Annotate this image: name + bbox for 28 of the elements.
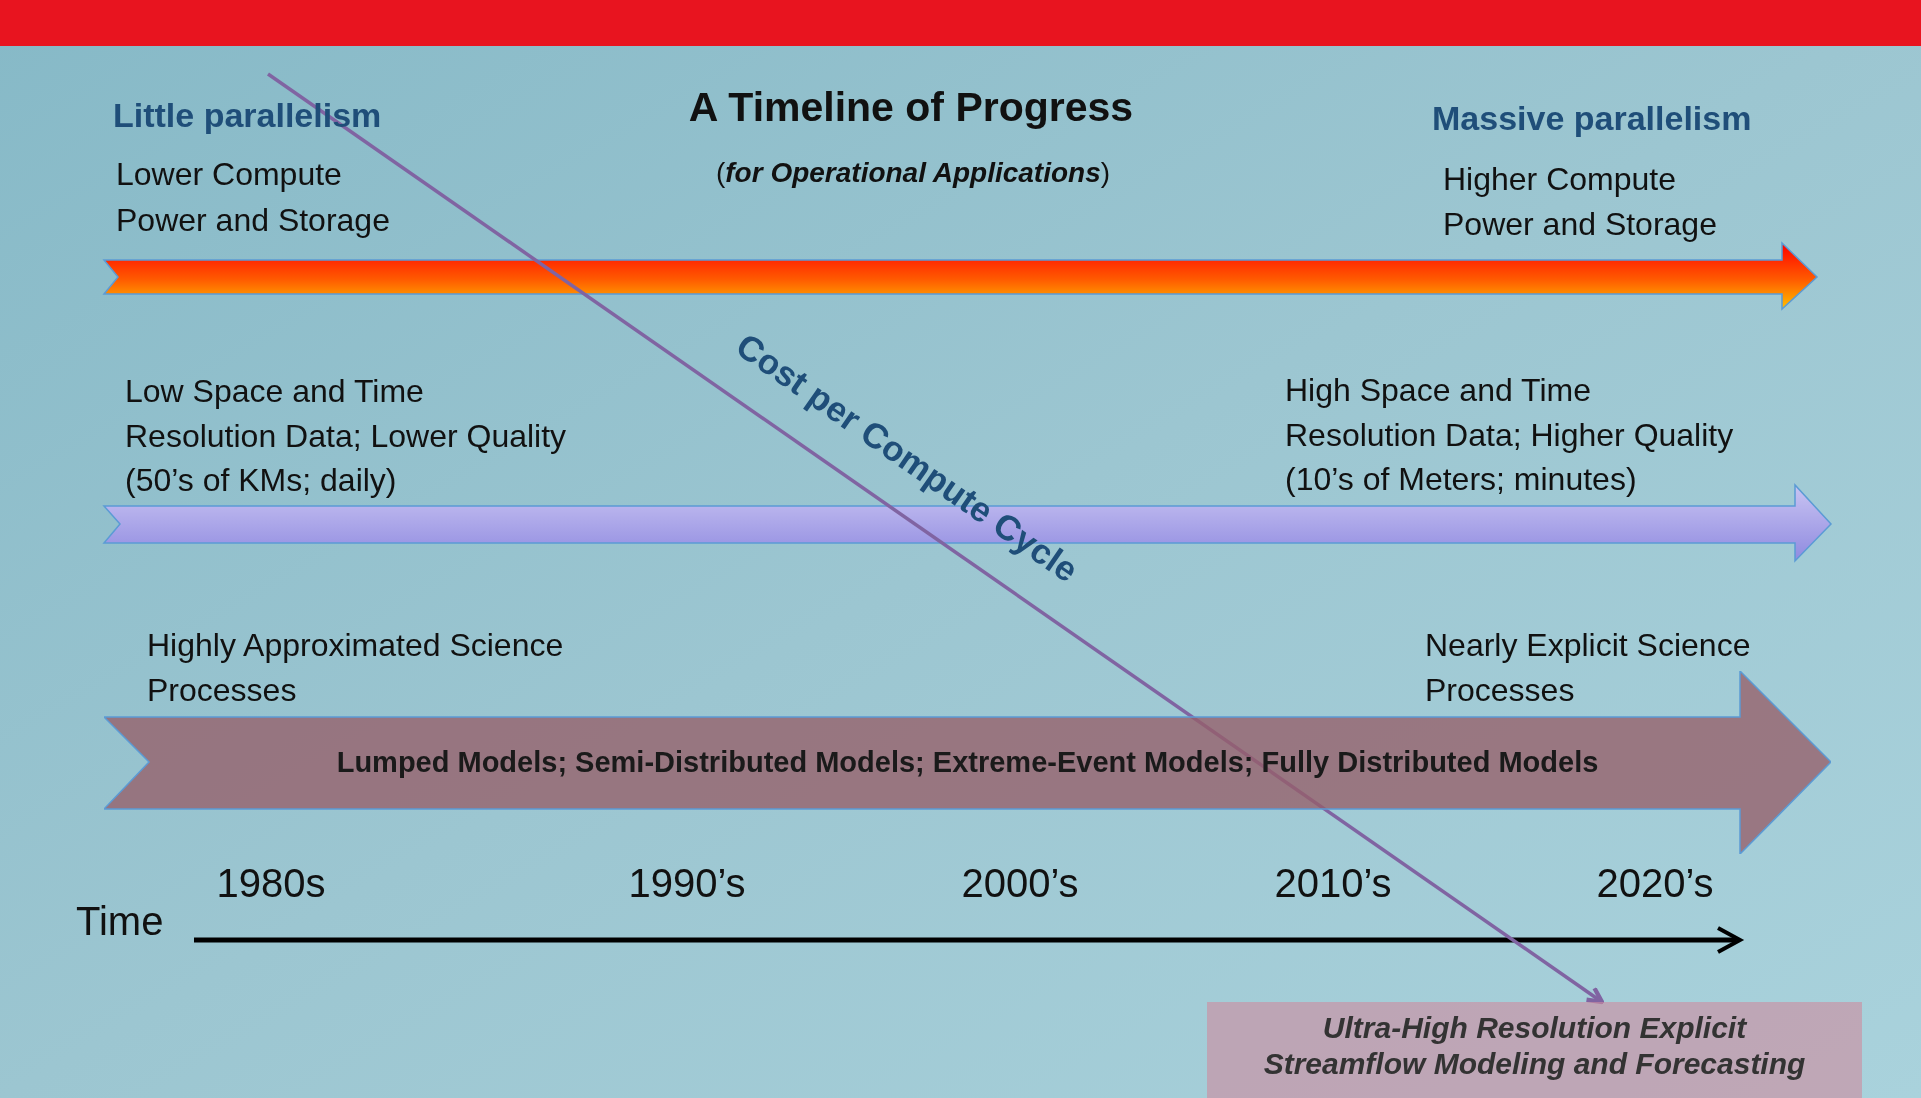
band-text: Lumped Models; Semi-Distributed Models; Extreme-Event Models; Fully Distributed Models	[335, 745, 1600, 779]
note-text: Highly Approximated Science	[147, 628, 564, 664]
note-text: (10’s of Meters; minutes)	[1285, 462, 1637, 498]
note-text: Nearly Explicit Science	[1425, 628, 1751, 664]
arrow-band	[104, 671, 1831, 854]
highlight-panel	[1207, 1002, 1862, 1098]
note-text: High Space and Time	[1285, 373, 1591, 409]
note-text: Resolution Data; Higher Quality	[1285, 418, 1734, 454]
subtitle: (for Operational Applications)	[715, 157, 1111, 189]
year-label: 2020’s	[1596, 861, 1714, 905]
note-text: Power and Storage	[1443, 207, 1717, 243]
axis-label: Time	[76, 899, 164, 943]
note-text: Power and Storage	[116, 203, 390, 239]
note-text: Higher Compute	[1443, 162, 1676, 198]
year-label: 1980s	[216, 861, 326, 905]
year-label: 2000’s	[961, 861, 1079, 905]
note-text: Low Space and Time	[125, 374, 424, 410]
note-text: Processes	[147, 673, 297, 709]
heading: Massive parallelism	[1432, 100, 1752, 138]
title: A Timeline of Progress	[688, 85, 1134, 131]
arrow	[267, 72, 1605, 1005]
panel-text: Ultra-High Resolution Explicit Streamflow Modeling and Forecasting	[1262, 1010, 1807, 1082]
year-label: 2010’s	[1274, 861, 1392, 905]
note-text: Processes	[1425, 673, 1575, 709]
year-label: 1990’s	[628, 861, 746, 905]
note-text: Resolution Data; Lower Quality	[125, 419, 567, 455]
note-text: (50’s of KMs; daily)	[125, 463, 397, 499]
note-text: Lower Compute	[116, 157, 342, 193]
